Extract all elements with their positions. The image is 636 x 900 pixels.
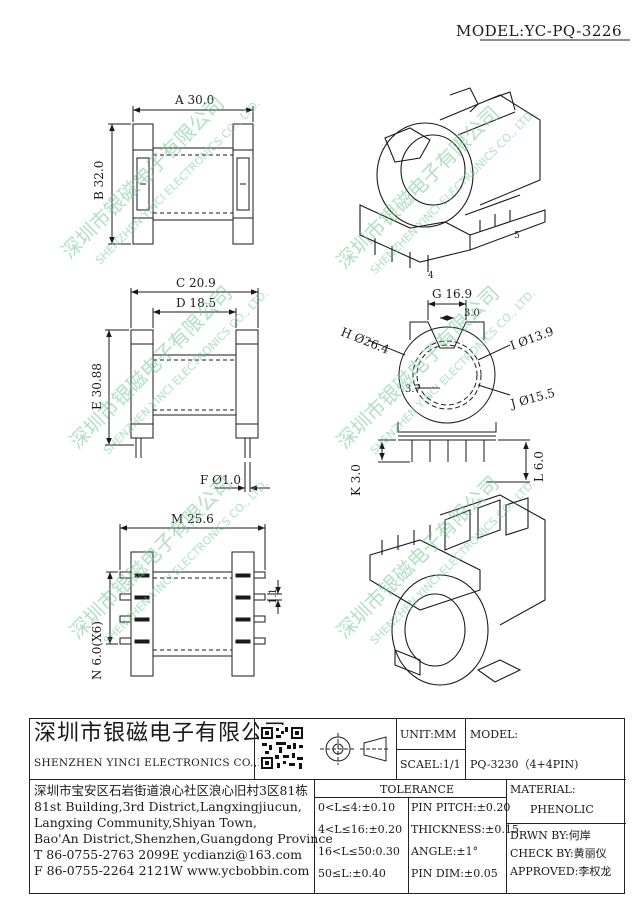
model-label: MODEL: xyxy=(470,728,519,741)
watermark-group: 深圳市银磁电子有限公司 SHENZHEN YINCI ELECTRONICS C… xyxy=(57,91,538,647)
address-line-3: Langxing Community,Shiyan Town, xyxy=(34,815,257,830)
dim-i: I Ø13.9 xyxy=(508,324,555,353)
approved-by: APPROVED:李权龙 xyxy=(510,865,612,878)
website-link[interactable]: W www.ycbobbin.com xyxy=(170,863,310,878)
tolerance-header: TOLERANCE xyxy=(380,783,454,796)
dim-f: F Ø1.0 xyxy=(200,473,241,487)
tolerance-right-1: PIN PITCH:±0.20 xyxy=(411,801,511,814)
tolerance-right-3: ANGLE:±1° xyxy=(411,845,479,858)
unit-label: UNIT:MM xyxy=(400,728,457,741)
qr-code-icon xyxy=(259,725,305,771)
tolerance-right-4: PIN DIM:±0.05 xyxy=(411,867,498,880)
company-name-cn: 深圳市银磁电子有限公司 xyxy=(34,721,288,746)
end-view xyxy=(367,300,530,483)
watermark-cn-4: 深圳市银磁电子有限公司 xyxy=(332,281,505,454)
dim-d: D 18.5 xyxy=(176,296,216,310)
dim-n-sub: 1.1 xyxy=(268,588,279,604)
bottom-view xyxy=(106,524,282,677)
address-line-2: 81st Building,3rd District,Langxingjiucu… xyxy=(34,799,302,814)
iso-view-bottom xyxy=(369,494,546,686)
iso-view-top xyxy=(359,87,546,272)
dim-j: J Ø15.5 xyxy=(507,386,556,412)
address-line-1: 深圳市宝安区石岩街道浪心社区浪心旧村3区81栋 xyxy=(34,783,308,798)
pin-label-4: 4 xyxy=(428,271,434,281)
tolerance-left-4: 50≤L:±0.40 xyxy=(318,867,386,880)
dim-l: L 6.0 xyxy=(532,451,546,482)
dim-g-sub: 3.0 xyxy=(464,308,480,319)
tel-text: T 86-0755-2763 2099 xyxy=(34,847,171,862)
dim-j-sub: 3.7 xyxy=(405,384,421,395)
email-link[interactable]: E ycdianzi@163.com xyxy=(170,847,302,862)
company-name-en: SHENZHEN YINCI ELECTRONICS CO.,LTD. xyxy=(34,757,284,769)
watermark-cn-5: 深圳市银磁电子有限公司 xyxy=(65,471,238,644)
watermark-cn-2: 深圳市银磁电子有限公司 xyxy=(332,101,505,274)
dim-c: C 20.9 xyxy=(176,276,216,290)
dim-b: B 32.0 xyxy=(92,161,106,200)
dim-e: E 30.88 xyxy=(90,363,104,410)
pin-label-5: 5 xyxy=(514,231,520,241)
dim-h: H Ø26.4 xyxy=(339,325,392,357)
watermark-en-1: SHENZHEN YINCI ELECTRONICS CO., LTD. xyxy=(93,97,263,267)
tolerance-right-2: THICKNESS:±0.15 xyxy=(411,823,519,836)
drawn-by: DRWN BY:何岸 xyxy=(510,829,591,842)
model-value: PQ-3230（4+4PIN) xyxy=(470,758,579,771)
watermark-en-6: SHENZHEN YINCI ELECTRONICS CO., LTD. xyxy=(368,477,538,647)
watermark-en-5: SHENZHEN YINCI ELECTRONICS CO., LTD. xyxy=(101,477,271,647)
technical-drawing: A 30.0 B 32.0 C 20.9 D 18.5 E 30.88 F Ø1… xyxy=(57,39,630,686)
dim-m: M 25.6 xyxy=(171,512,214,526)
watermark-en-3: SHENZHEN YINCI ELECTRONICS CO., LTD. xyxy=(101,287,271,457)
dim-g: G 16.9 xyxy=(432,287,472,301)
material-value: PHENOLIC xyxy=(530,803,594,816)
dim-a: A 30.0 xyxy=(174,93,214,107)
address-line-4: Bao'An District,Shenzhen,Guangdong Provi… xyxy=(34,831,333,846)
projection-symbol-icon xyxy=(320,733,390,765)
dim-n: N 6.0(X6) xyxy=(90,621,104,680)
tolerance-left-2: 4<L≤16:±0.20 xyxy=(318,823,403,836)
front-view xyxy=(108,106,254,245)
model-header: MODEL:YC-PQ-3226 xyxy=(455,22,622,40)
scale-label: SCAEL:1/1 xyxy=(400,758,461,771)
title-block: 深圳市银磁电子有限公司 SHENZHEN YINCI ELECTRONICS C… xyxy=(29,718,626,894)
fax-text: F 86-0755-2264 2121 xyxy=(34,863,171,878)
tolerance-left-3: 16<L≤50:0.30 xyxy=(318,845,400,858)
check-by: CHECK BY:黄丽仪 xyxy=(510,847,607,860)
material-label: MATERIAL: xyxy=(510,783,576,796)
side-view xyxy=(105,288,270,492)
dim-k: K 3.0 xyxy=(349,464,363,496)
watermark-cn-1: 深圳市银磁电子有限公司 xyxy=(57,91,230,264)
tolerance-left-1: 0<L≤4:±0.10 xyxy=(318,801,396,814)
